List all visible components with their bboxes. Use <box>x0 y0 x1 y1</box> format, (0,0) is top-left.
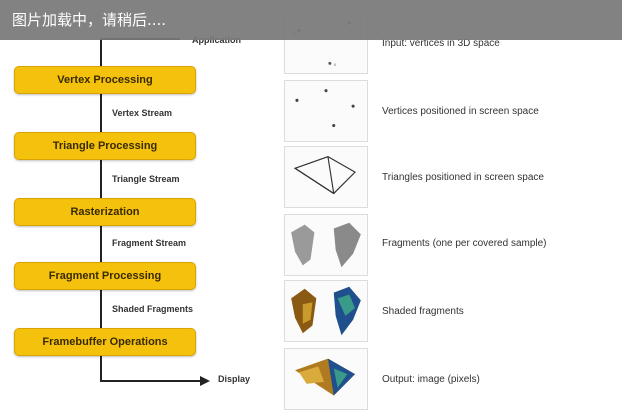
output-image-illustration <box>295 358 356 396</box>
panel-screen-triangles <box>284 146 368 208</box>
description-vertices: Vertices positioned in screen space <box>382 106 539 117</box>
description-input: Input: vertices in 3D space <box>382 38 500 49</box>
stream-label-vertex: Vertex Stream <box>112 108 173 118</box>
panel-output-image <box>284 348 368 410</box>
stream-label-display: Display <box>218 374 251 384</box>
stage-rasterization: Rasterization <box>14 198 196 226</box>
description-triangles: Triangles positioned in screen space <box>382 172 544 183</box>
screen-vertices-illustration <box>295 89 355 128</box>
stage-vertex-processing: Vertex Processing <box>14 66 196 94</box>
stream-label-triangle: Triangle Stream <box>112 174 180 184</box>
panel-screen-vertices <box>284 80 368 142</box>
panel-fragments <box>284 214 368 276</box>
display-arrow-icon <box>200 376 210 386</box>
triangles-illustration <box>293 156 356 195</box>
stage-triangle-processing: Triangle Processing <box>14 132 196 160</box>
shaded-fragments-illustration <box>291 286 361 336</box>
description-fragments: Fragments (one per covered sample) <box>382 238 547 249</box>
stage-framebuffer-operations: Framebuffer Operations <box>14 328 196 356</box>
stream-label-shaded: Shaded Fragments <box>112 304 194 314</box>
stream-label-application: Application <box>192 35 241 45</box>
stage-fragment-processing: Fragment Processing <box>14 262 196 290</box>
display-connector <box>100 380 204 382</box>
svg-text:x: x <box>334 63 337 68</box>
description-shaded: Shaded fragments <box>382 306 464 317</box>
fragments-illustration <box>291 222 361 268</box>
panel-shaded-fragments <box>284 280 368 342</box>
description-output: Output: image (pixels) <box>382 374 480 385</box>
stream-label-fragment: Fragment Stream <box>112 238 187 248</box>
image-loading-banner: 图片加载中，请稍后.... <box>0 0 622 40</box>
